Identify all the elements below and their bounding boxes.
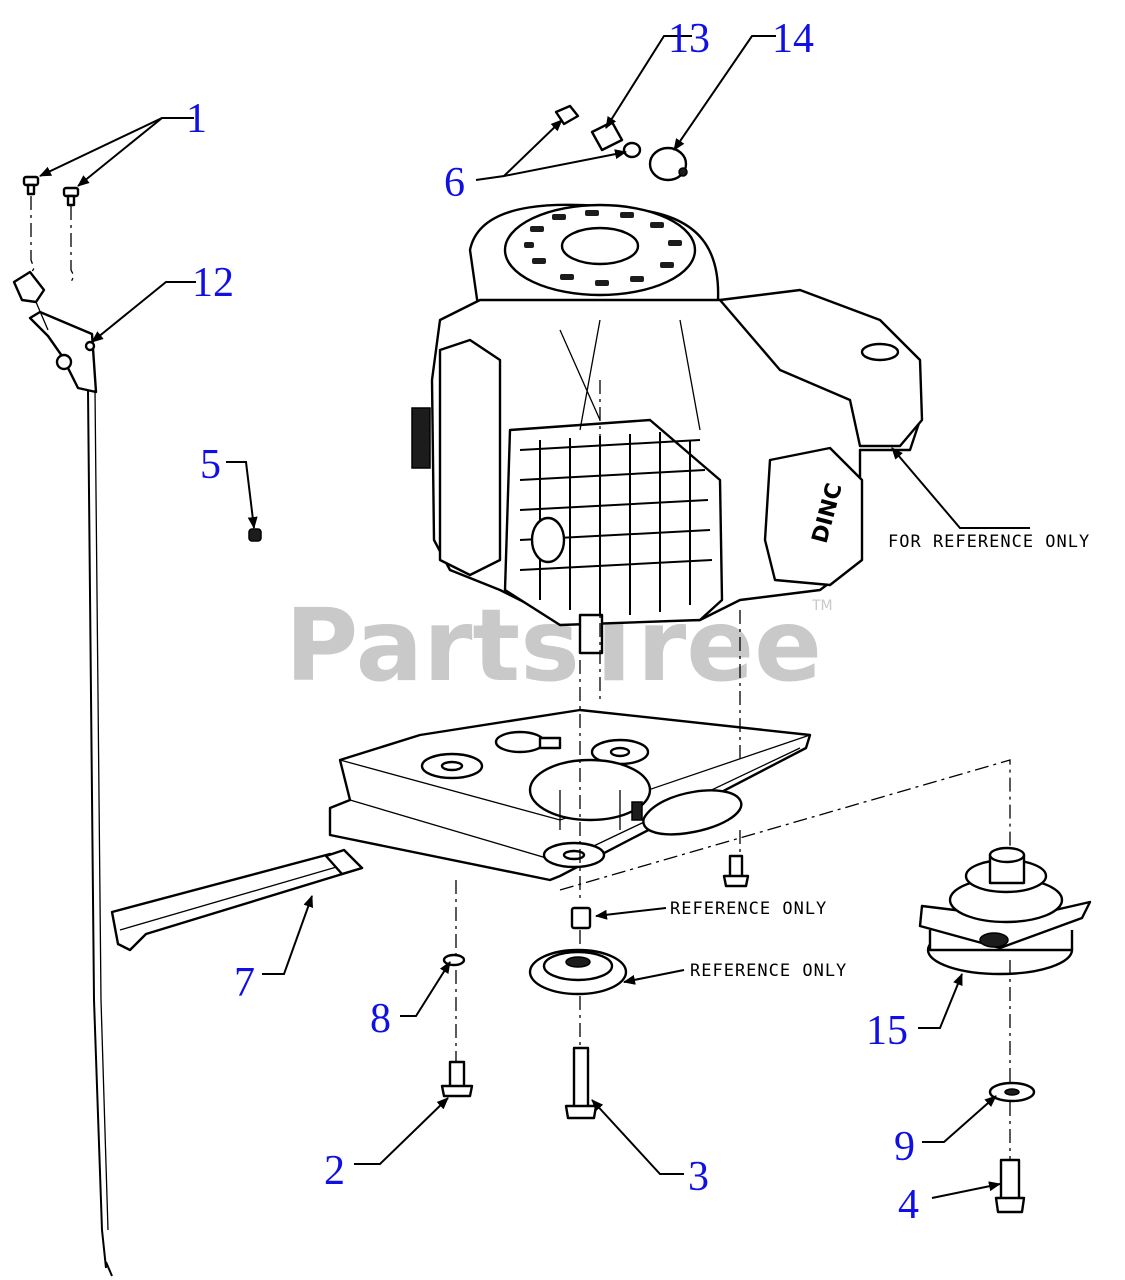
cap-14 bbox=[648, 146, 688, 182]
bolt-3 bbox=[564, 1046, 598, 1120]
idler-pulley-reference bbox=[528, 948, 628, 996]
blade-pulley-15 bbox=[918, 846, 1092, 976]
engine-assembly: DINC bbox=[411, 203, 924, 655]
bolt-2 bbox=[440, 1060, 474, 1098]
spark-plug-parts bbox=[554, 104, 688, 182]
callout-8: 8 bbox=[370, 996, 391, 1042]
spacer-reference bbox=[570, 906, 592, 930]
callout-labels: 1 12 5 6 13 14 7 8 2 3 15 9 4 bbox=[186, 16, 919, 1228]
callout-5: 5 bbox=[200, 442, 221, 488]
bolt-above-deck bbox=[722, 854, 750, 888]
throttle-control-assembly bbox=[12, 175, 113, 1277]
discharge-chute-7 bbox=[110, 848, 364, 952]
throttle-cable bbox=[87, 389, 107, 1269]
pulley-reference-label: REFERENCE ONLY bbox=[690, 961, 847, 981]
callout-14: 14 bbox=[772, 16, 814, 62]
alignment-lines bbox=[455, 380, 1011, 1160]
callout-15: 15 bbox=[866, 1008, 908, 1054]
callout-4: 4 bbox=[898, 1182, 919, 1228]
reference-labels: FOR REFERENCE ONLY REFERENCE ONLY REFERE… bbox=[670, 532, 1090, 981]
watermark-trademark: TM bbox=[811, 598, 833, 614]
callout-2: 2 bbox=[324, 1148, 345, 1194]
boot-13 bbox=[590, 120, 642, 159]
callout-6: 6 bbox=[444, 160, 465, 206]
spacer-reference-label: REFERENCE ONLY bbox=[670, 899, 827, 919]
washer-8 bbox=[442, 953, 466, 967]
screw-1a bbox=[22, 175, 40, 196]
screw-1b bbox=[62, 186, 80, 207]
nut-5 bbox=[248, 528, 262, 542]
callout-3: 3 bbox=[688, 1154, 709, 1200]
washer-9 bbox=[988, 1081, 1036, 1103]
throttle-lever-bracket bbox=[12, 270, 98, 394]
deck-plate bbox=[328, 708, 812, 882]
callout-7: 7 bbox=[234, 960, 255, 1006]
callout-9: 9 bbox=[894, 1124, 915, 1170]
callout-12: 12 bbox=[192, 260, 234, 306]
engine-reference-label: FOR REFERENCE ONLY bbox=[888, 532, 1090, 552]
leader-lines bbox=[39, 35, 1030, 1199]
callout-1: 1 bbox=[186, 96, 207, 142]
bolt-4 bbox=[994, 1158, 1026, 1214]
callout-13: 13 bbox=[668, 16, 710, 62]
